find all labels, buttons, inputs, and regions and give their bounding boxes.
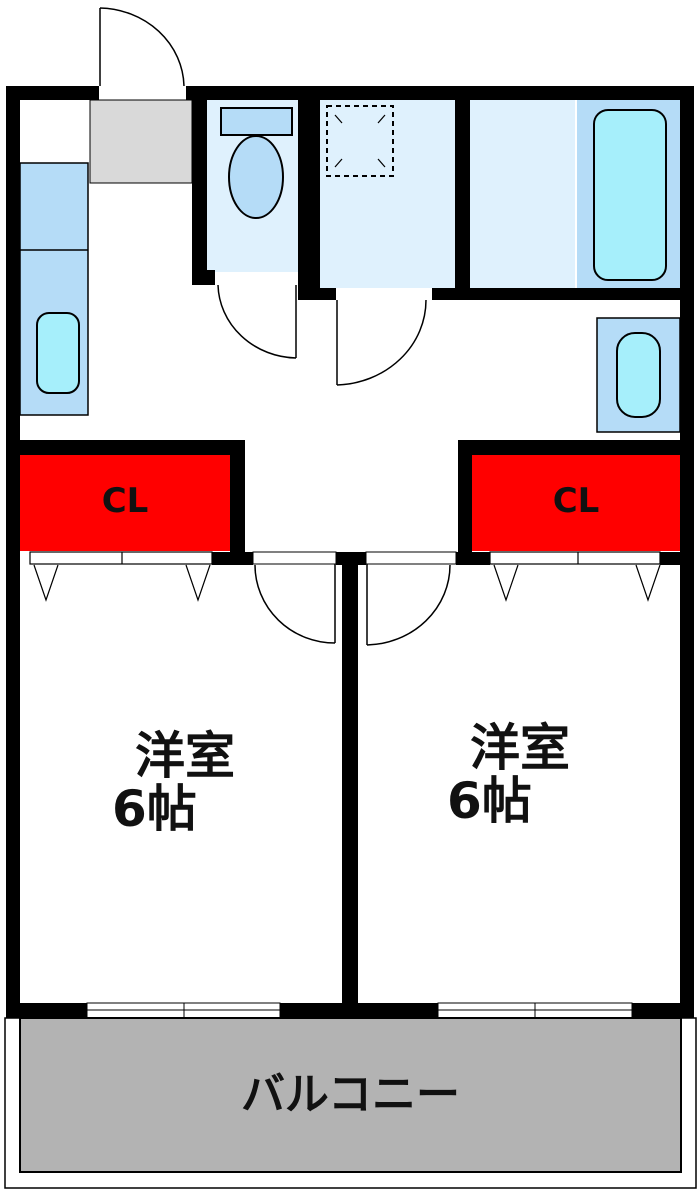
room-left-type: 洋室 bbox=[135, 727, 235, 785]
kitchen-sink-icon bbox=[36, 312, 80, 394]
room-left-label: 洋室 6帖 bbox=[90, 730, 280, 835]
washer-pad-icon bbox=[326, 105, 394, 177]
walls bbox=[6, 86, 694, 1018]
balcony-label: バルコニー bbox=[240, 1069, 461, 1120]
room-doors bbox=[252, 551, 457, 646]
toilet-tank-icon bbox=[220, 107, 293, 136]
closet-right-label: CL bbox=[552, 481, 600, 521]
bathroom bbox=[470, 100, 680, 288]
entry-floor bbox=[89, 99, 193, 184]
toilet-door bbox=[217, 284, 297, 359]
balcony bbox=[4, 1017, 697, 1189]
closet-sliding-doors bbox=[29, 551, 661, 602]
closet-right bbox=[472, 455, 680, 551]
bathtub-icon bbox=[593, 109, 667, 281]
vanity-basin-icon bbox=[616, 332, 661, 418]
closet-left bbox=[20, 455, 230, 551]
room-left-size: 6帖 bbox=[112, 779, 197, 838]
toilet-room bbox=[207, 100, 305, 272]
room-right-size: 6帖 bbox=[447, 771, 532, 830]
vanity bbox=[596, 317, 681, 433]
washroom-door bbox=[336, 299, 427, 386]
room-right-type: 洋室 bbox=[470, 719, 570, 777]
washroom bbox=[320, 100, 455, 288]
closet-left-label: CL bbox=[101, 481, 149, 521]
room-right-label: 洋室 6帖 bbox=[425, 722, 615, 827]
entry-door bbox=[99, 7, 185, 87]
windows bbox=[86, 1002, 633, 1019]
toilet-bowl-icon bbox=[228, 135, 284, 219]
kitchen-counter bbox=[19, 162, 89, 416]
